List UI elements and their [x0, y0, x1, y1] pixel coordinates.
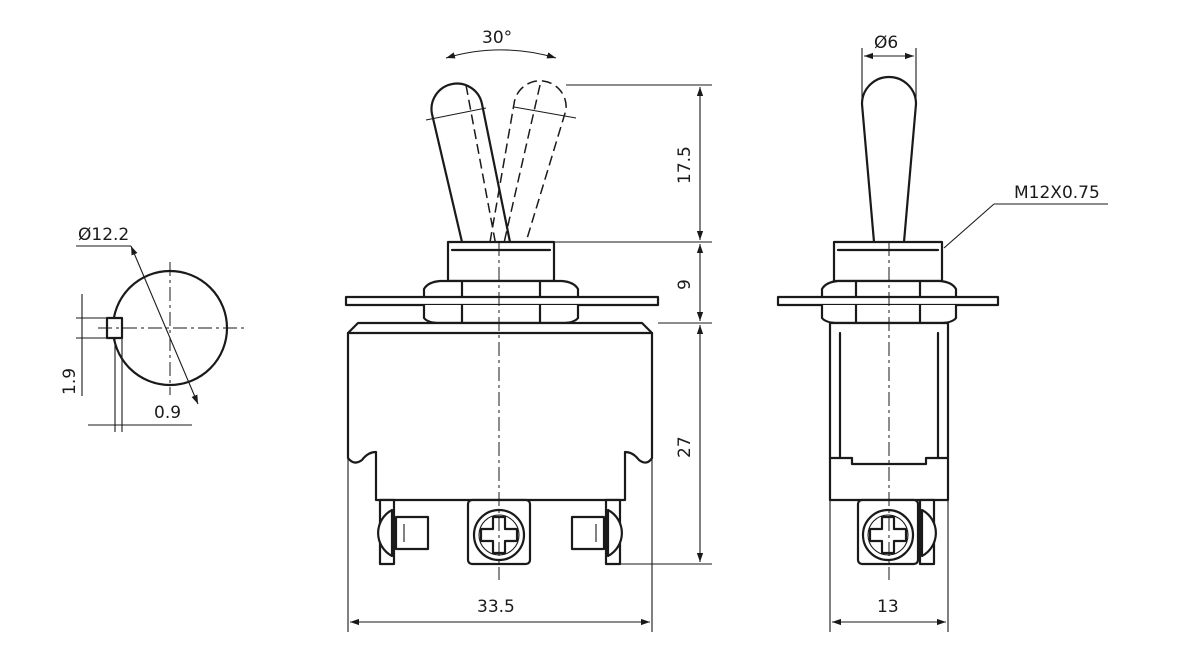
- bushing-nut: [446, 240, 556, 283]
- lever-solid-axis: [465, 84, 503, 279]
- lever-dashed-axis: [495, 84, 541, 279]
- terminal-right-screw: [606, 508, 623, 558]
- body-depth-label: 13: [877, 597, 899, 617]
- terminal-left: [377, 498, 430, 566]
- angle-dim-arc: [445, 49, 557, 59]
- lever-solid-tick: [425, 107, 487, 121]
- front-view: 30°: [344, 28, 712, 632]
- washer-nut: [422, 279, 580, 299]
- lever-solid: [430, 82, 512, 244]
- angle-label: 30°: [482, 28, 512, 48]
- notch-width-label: 0.9: [154, 403, 181, 423]
- side-body-step: [828, 456, 950, 466]
- panel-cutout-view: Ø12.2 1.9 0.9: [60, 225, 244, 432]
- side-view: Ø6 M12X0.75: [776, 33, 1108, 632]
- side-terminal-screw: [920, 508, 937, 558]
- bushing-height-label: 9: [675, 279, 695, 290]
- thread-spec-label: M12X0.75: [1014, 183, 1100, 203]
- cutout-diameter-arrow: [130, 245, 199, 405]
- switch-body: [346, 321, 654, 502]
- lever-diameter-label: Ø6: [874, 33, 898, 53]
- terminal-left-screw: [377, 508, 394, 558]
- terminal-right: [570, 498, 623, 566]
- body-width-label: 33.5: [477, 597, 515, 617]
- body-height-label: 27: [675, 436, 695, 458]
- terminal-left-clamp: [394, 515, 430, 551]
- side-terminal: [856, 498, 937, 566]
- side-lever: [860, 75, 918, 244]
- side-terminal-screw-ring: [867, 514, 909, 556]
- phillips-cross-side: [868, 515, 908, 555]
- lever-height-label: 17.5: [675, 146, 695, 184]
- lever-dashed: [489, 80, 567, 243]
- thread-leader-diagonal: [943, 203, 995, 249]
- side-panel-plate: [776, 295, 1000, 307]
- lever-dashed-tick: [513, 106, 577, 119]
- cutout-diameter-label: Ø12.2: [78, 225, 129, 245]
- panel-plate: [344, 295, 660, 307]
- side-bushing-nut: [832, 240, 944, 283]
- lower-nut: [422, 303, 580, 325]
- notch-height-label: 1.9: [60, 368, 80, 395]
- terminal-right-clamp: [570, 515, 606, 551]
